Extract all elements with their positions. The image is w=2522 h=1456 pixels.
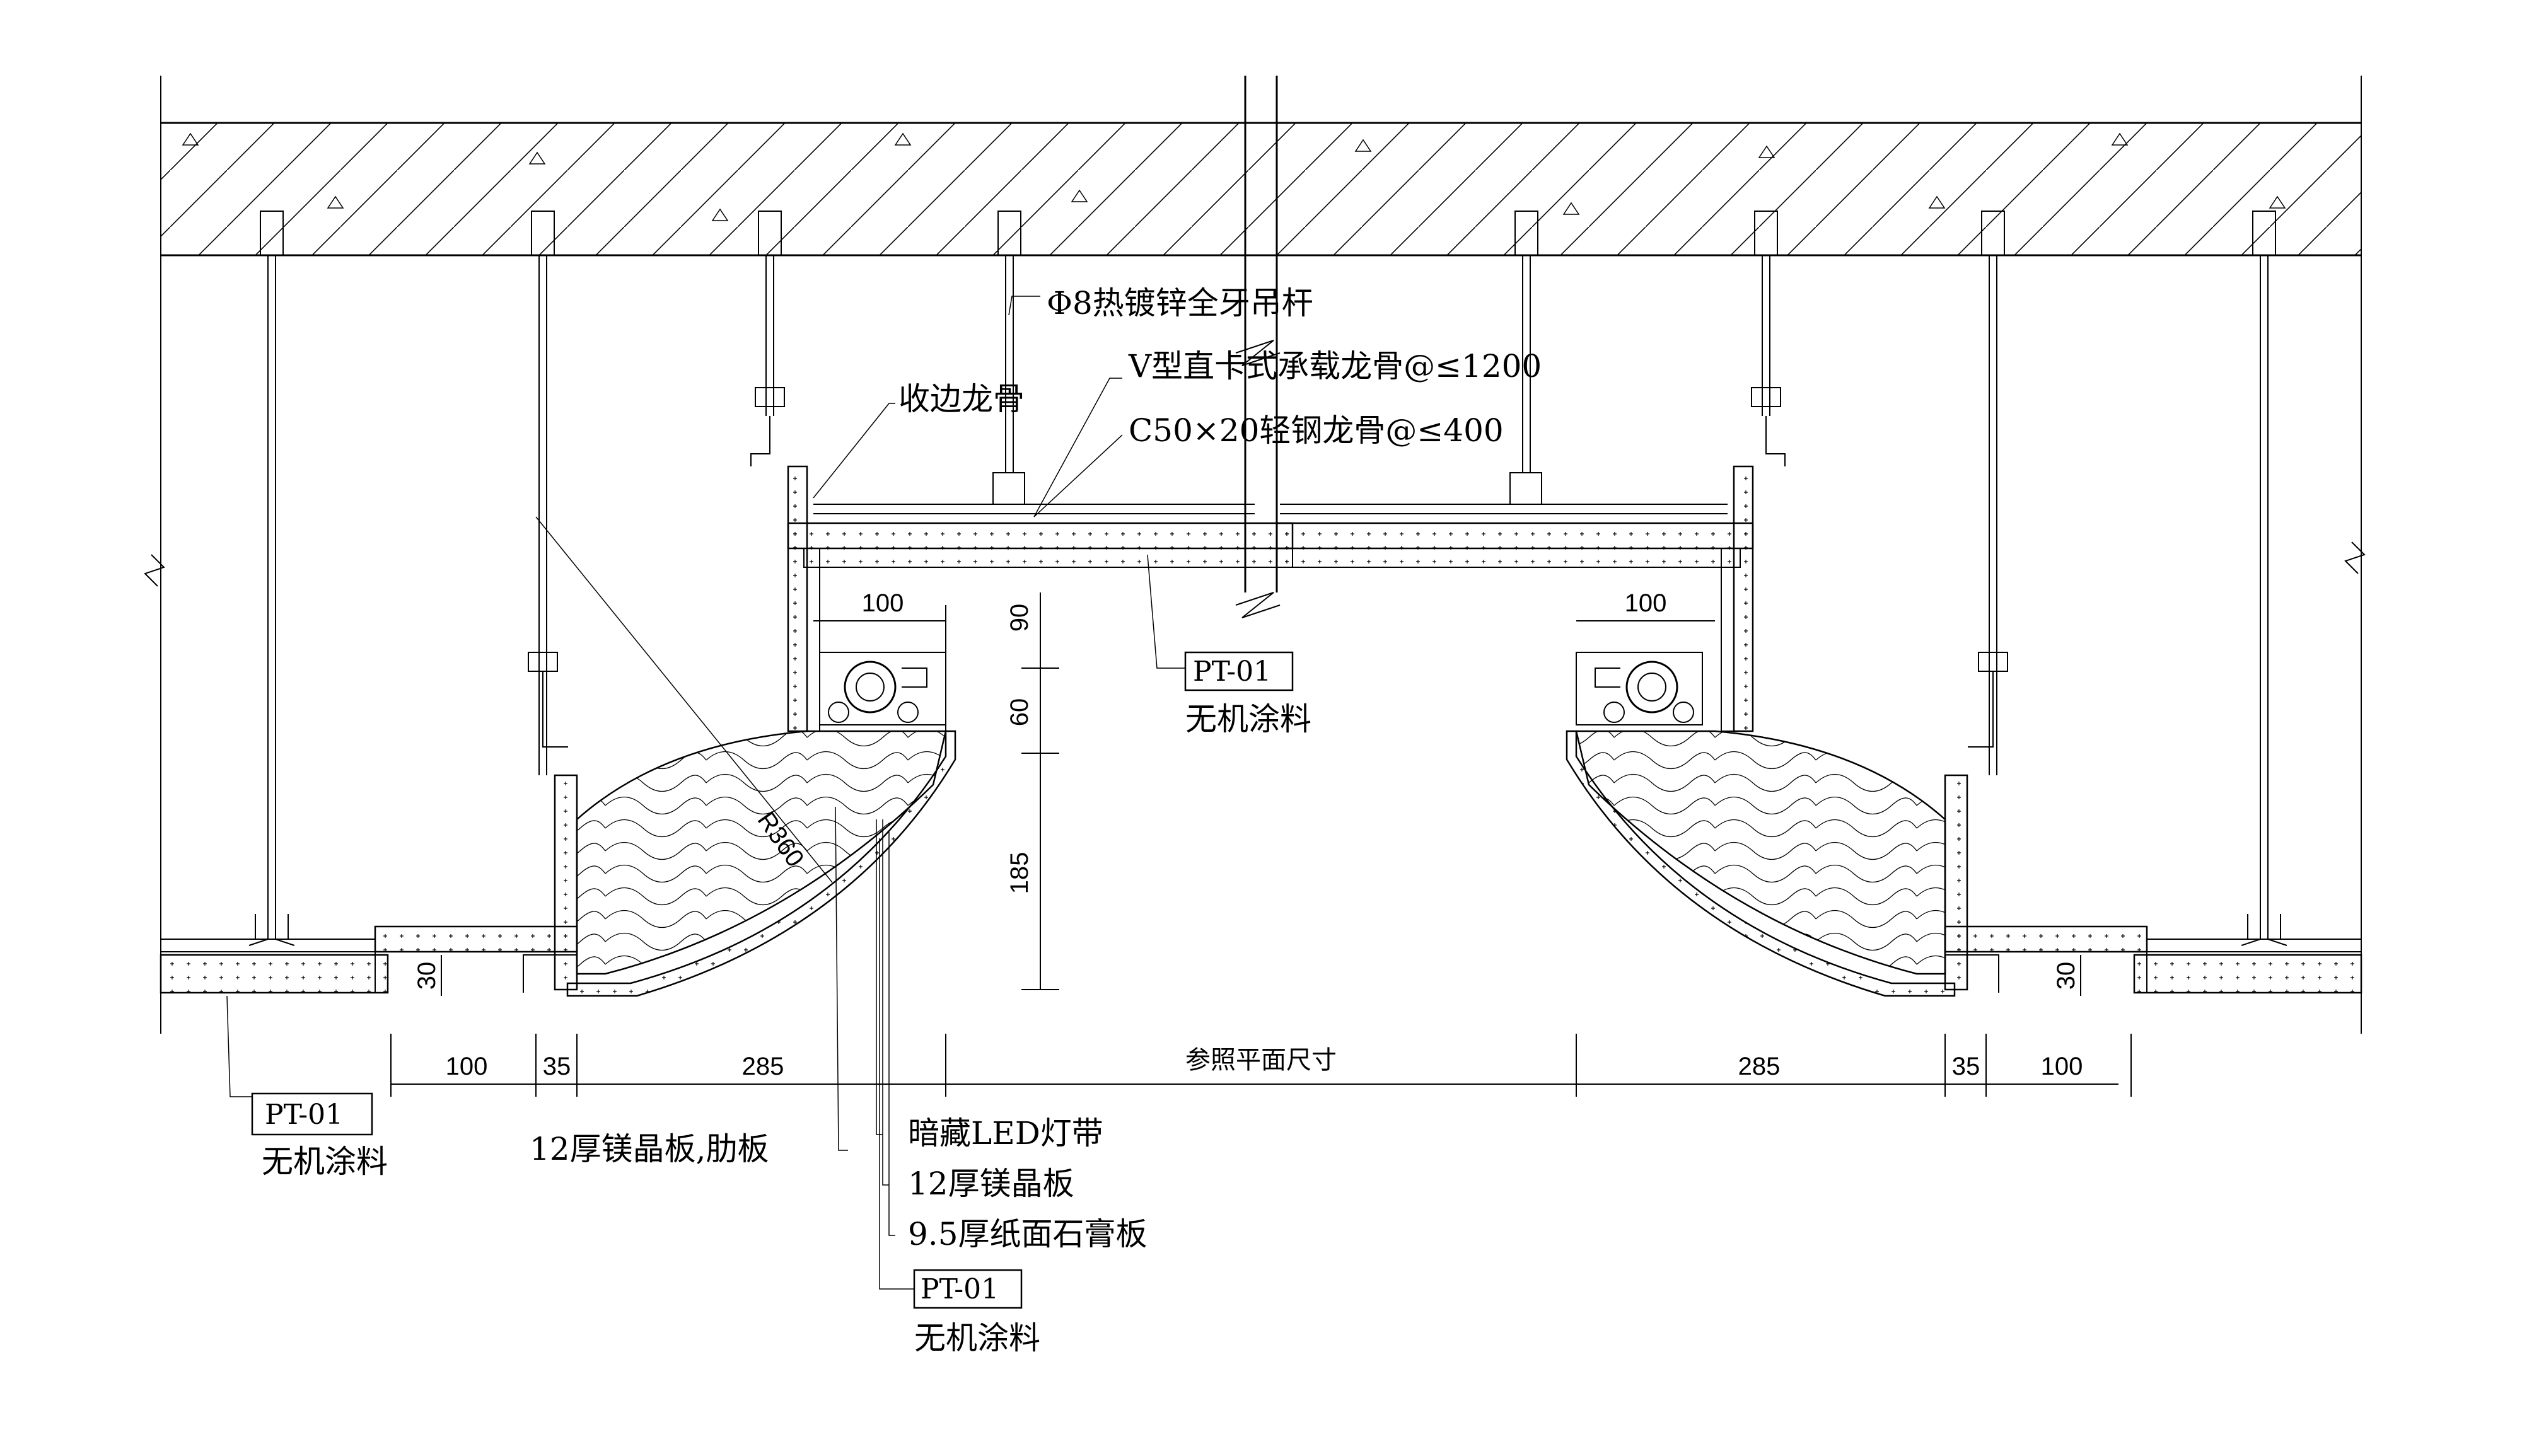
dim-left-top-100: 100: [862, 589, 904, 617]
label-rod: Φ8热镀锌全牙吊杆: [1047, 285, 1313, 321]
material-tag-center: PT-01 无机涂料: [1184, 651, 1311, 737]
dim-right-30: 30: [2052, 962, 2080, 990]
dim-center: 参照平面尺寸: [1185, 1046, 1337, 1074]
upper-box-left: [787, 465, 1294, 732]
led-housing-left: [819, 652, 946, 725]
concrete-slab: [161, 122, 2361, 257]
dimension-lines: [390, 592, 2132, 1097]
tag-code: PT-01: [1193, 656, 1271, 688]
tag-desc: 无机涂料: [262, 1143, 388, 1180]
dim-left-285: 285: [742, 1053, 784, 1080]
leader-lines: [226, 296, 1185, 1290]
dim-right-top-100: 100: [1625, 589, 1667, 617]
dim-left-30: 30: [413, 962, 441, 990]
dim-right-285: 285: [1738, 1053, 1781, 1080]
curved-cove-right: [1566, 730, 1968, 997]
label-main-runner: V型直卡式承载龙骨@≤1200: [1128, 348, 1542, 384]
tag-code: PT-01: [921, 1273, 999, 1305]
hanger-rods: [248, 211, 2287, 946]
label-gypsum: 9.5厚纸面石膏板: [908, 1216, 1148, 1252]
dim-right-100: 100: [2041, 1053, 2083, 1080]
material-tag-bottom: PT-01 无机涂料: [913, 1269, 1040, 1356]
upper-box-right: [1276, 465, 1754, 732]
dim-left-100: 100: [446, 1053, 488, 1080]
flat-ceiling-left: [160, 925, 578, 994]
dim-left-35: 35: [543, 1053, 571, 1080]
label-light-keel: C50×20轻钢龙骨@≤400: [1129, 412, 1504, 449]
tag-desc: 无机涂料: [1185, 701, 1311, 737]
curved-cove-left: [554, 605, 956, 997]
dim-right-35: 35: [1952, 1053, 1980, 1080]
label-led: 暗藏LED灯带: [908, 1115, 1103, 1152]
label-board-rib: 12厚镁晶板,肋板: [530, 1131, 769, 1167]
flat-ceiling-right: [1944, 925, 2362, 994]
wall-edges: [144, 76, 2366, 1034]
tag-code: PT-01: [265, 1099, 343, 1131]
material-tag-left: PT-01 无机涂料: [251, 1092, 388, 1180]
dim-v-90: 90: [1006, 604, 1033, 632]
center-pipe: [1235, 76, 1281, 618]
tag-desc: 无机涂料: [914, 1320, 1040, 1356]
dim-v-60: 60: [1006, 698, 1033, 727]
label-edge-runner: 收边龙骨: [898, 381, 1025, 417]
dim-v-185: 185: [1006, 852, 1033, 894]
label-board: 12厚镁晶板: [908, 1165, 1074, 1202]
led-housing-right: [1576, 652, 1703, 725]
